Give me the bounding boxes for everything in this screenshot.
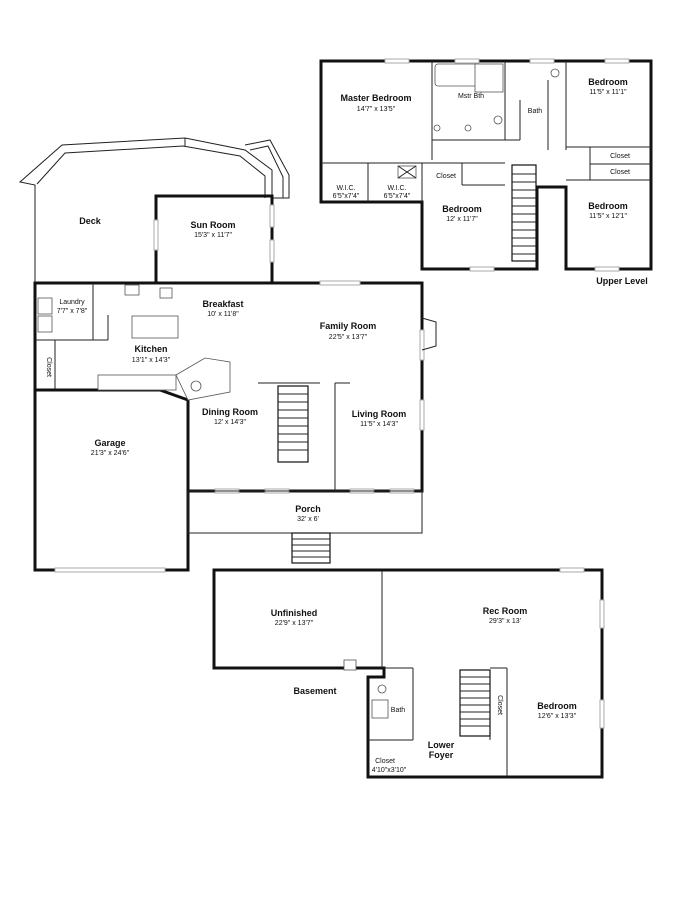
wic-1-dims: 6'5"x7'4": [333, 193, 360, 200]
wic-1-label: W.I.C.: [336, 185, 355, 192]
closet-lower-2-dims: 4'10"x3'10": [372, 767, 407, 774]
bedroom-se-dims: 11'5" x 12'1": [589, 213, 627, 220]
closet-lower-1-label: Closet: [496, 695, 503, 715]
wic-2-label: W.I.C.: [387, 185, 406, 192]
laundry-label: Laundry: [59, 299, 85, 306]
basement-plan: Unfinished 22'9" x 13'7" Rec Room 29'3" …: [212, 567, 605, 779]
breakfast-label: Breakfast: [202, 299, 243, 309]
bedroom-ne-label: Bedroom: [588, 77, 628, 87]
sun-room-dims: 15'3" x 11'7": [194, 232, 232, 239]
bath-lower-label: Bath: [391, 707, 406, 714]
master-bedroom-label: Master Bedroom: [340, 93, 411, 103]
porch-label: Porch: [295, 504, 321, 514]
breakfast-dims: 10' x 11'8": [207, 311, 239, 318]
basement-label: Basement: [293, 686, 336, 696]
garage-dims: 21'3" x 24'6": [91, 450, 130, 457]
rec-room-label: Rec Room: [483, 606, 528, 616]
living-room-label: Living Room: [352, 409, 407, 419]
mstr-bth-label: Mstr Bth: [458, 93, 484, 100]
kitchen-dims: 13'1" x 14'3": [132, 357, 171, 364]
upper-level-label: Upper Level: [596, 276, 648, 286]
garage-label: Garage: [94, 438, 125, 448]
rec-room-dims: 29'3" x 13': [489, 618, 521, 625]
lower-foyer-label-2: Foyer: [429, 750, 454, 760]
closet-lower-2-label: Closet: [375, 758, 395, 765]
dining-room-dims: 12' x 14'3": [214, 419, 247, 426]
upper-level-plan: Master Bedroom 14'7" x 13'5" Mstr Bth Ba…: [319, 58, 653, 286]
closet-upper-1-label: Closet: [610, 153, 630, 160]
porch-dims: 32' x 6': [297, 516, 319, 523]
master-bedroom-dims: 14'7" x 13'5": [357, 106, 396, 113]
closet-main-label: Closet: [45, 357, 52, 377]
bedroom-lower-label: Bedroom: [537, 701, 577, 711]
bedroom-upper-mid-dims: 12' x 11'7": [446, 216, 478, 223]
family-room-dims: 22'5" x 13'7": [329, 334, 368, 341]
unfinished-label: Unfinished: [271, 608, 318, 618]
main-level-plan: Deck Sun Room 15'3" x 11'7" Laundry 7'7"…: [18, 137, 437, 573]
bedroom-ne-dims: 11'5" x 11'1": [589, 89, 627, 96]
sun-room-label: Sun Room: [191, 220, 236, 230]
living-room-dims: 11'5" x 14'3": [360, 421, 398, 428]
deck-label: Deck: [79, 216, 102, 226]
closet-upper-2-label: Closet: [610, 169, 630, 176]
kitchen-label: Kitchen: [134, 344, 167, 354]
laundry-dims: 7'7" x 7'8": [57, 308, 88, 315]
dining-room-label: Dining Room: [202, 407, 258, 417]
closet-upper-3-label: Closet: [436, 173, 456, 180]
bedroom-lower-dims: 12'6" x 13'3": [538, 713, 577, 720]
lower-foyer-label-1: Lower: [428, 740, 455, 750]
bedroom-upper-mid-label: Bedroom: [442, 204, 482, 214]
unfinished-dims: 22'9" x 13'7": [275, 620, 314, 627]
bath-upper-label: Bath: [528, 108, 543, 115]
bedroom-se-label: Bedroom: [588, 201, 628, 211]
wic-2-dims: 6'5"x7'4": [384, 193, 411, 200]
family-room-label: Family Room: [320, 321, 377, 331]
